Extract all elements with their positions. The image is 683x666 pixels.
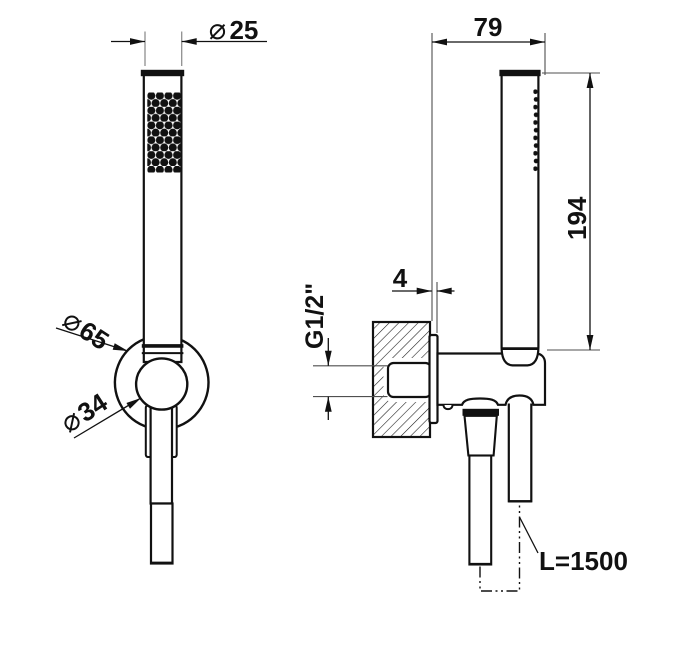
handshower-side-body xyxy=(500,71,540,367)
dim-handshower-length: 194 xyxy=(542,72,600,351)
dim-head-diameter: ⌀25 xyxy=(111,12,267,66)
dim-holder-outer-label: ⌀65 xyxy=(56,301,116,356)
screw-bump xyxy=(442,404,454,411)
handle-shaft-front xyxy=(149,397,174,505)
dim-wall-offset-label: 79 xyxy=(474,12,503,42)
dim-head-diameter-label: ⌀25 xyxy=(208,12,258,46)
dim-holder-inner-label: ⌀34 xyxy=(53,384,113,440)
dim-hose-length: L=1500 xyxy=(518,516,628,576)
side-view xyxy=(371,69,547,592)
dimension-annotations: ⌀25 79 194 4 xyxy=(53,12,628,576)
dim-holder-outer: ⌀65 xyxy=(55,301,128,356)
dim-flange-thickness-label: 4 xyxy=(393,263,408,293)
dim-hose-length-label: L=1500 xyxy=(539,546,628,576)
hose-routing-dashline xyxy=(479,504,521,592)
front-view xyxy=(113,69,210,565)
dim-flange-thickness: 4 xyxy=(392,263,455,333)
hose-connector-band xyxy=(462,408,499,416)
dim-wall-offset: 79 xyxy=(431,12,546,321)
wall-flange xyxy=(428,333,439,425)
dim-handshower-length-label: 194 xyxy=(562,196,592,240)
spray-face-dots xyxy=(147,92,182,173)
dim-thread-label: G1/2" xyxy=(301,283,329,349)
hose-connector-cone xyxy=(463,414,498,457)
dim-thread: G1/2" xyxy=(301,283,388,420)
handshower-front-cap xyxy=(140,69,185,77)
spray-dots-side xyxy=(533,89,539,172)
pivot-knob-front xyxy=(134,357,189,411)
hose-tube-side xyxy=(468,454,493,566)
hose-end-front xyxy=(149,502,174,565)
handshower-side-cap xyxy=(499,69,541,77)
handshower-hose-nut-side xyxy=(507,403,533,503)
thread-recess xyxy=(386,361,433,399)
